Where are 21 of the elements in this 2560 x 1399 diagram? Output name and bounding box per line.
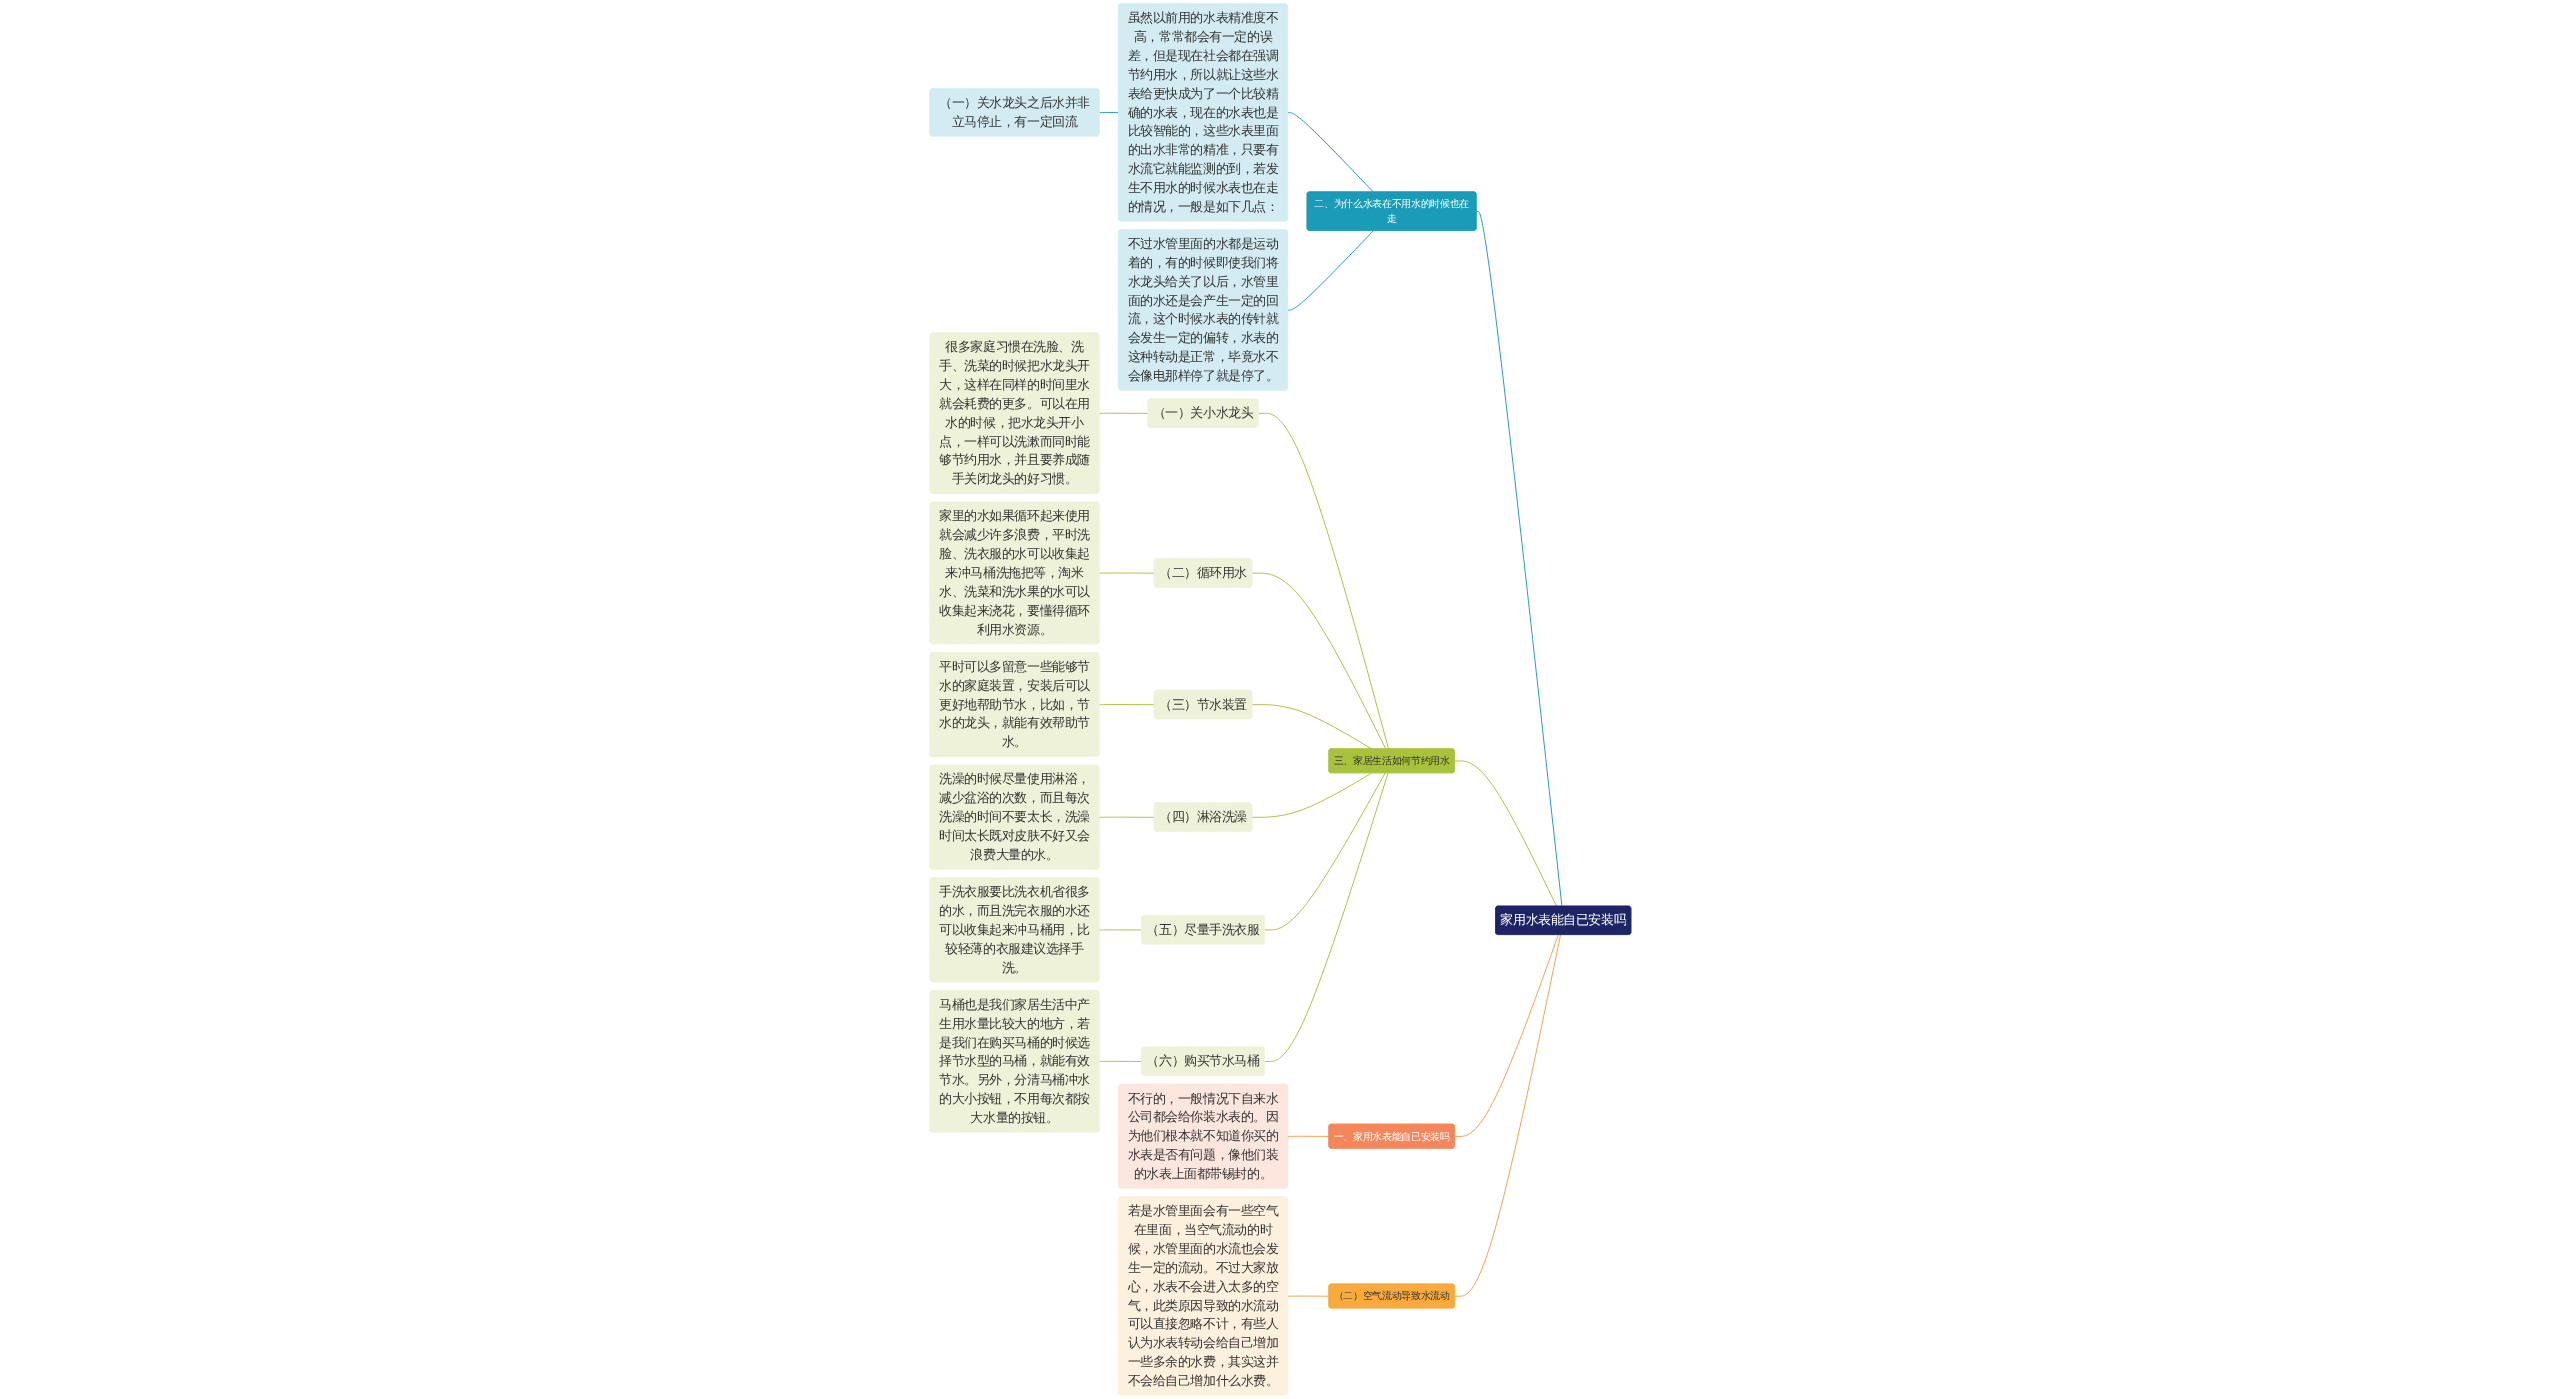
connector xyxy=(1453,934,1559,1137)
connector xyxy=(1251,704,1372,750)
connector xyxy=(1453,760,1557,907)
connector xyxy=(1098,412,1149,414)
connector xyxy=(1287,112,1374,193)
connector xyxy=(1098,704,1155,706)
connector xyxy=(1287,1135,1330,1137)
connector xyxy=(1475,210,1562,907)
connector xyxy=(1098,572,1155,574)
connector xyxy=(1263,772,1386,931)
connector xyxy=(1098,929,1142,931)
connector xyxy=(1251,572,1386,750)
connector xyxy=(1098,112,1119,114)
connector xyxy=(1251,772,1372,818)
connector xyxy=(1257,412,1389,750)
connector xyxy=(1287,230,1374,311)
connector xyxy=(1098,1060,1142,1062)
connector xyxy=(1098,816,1155,818)
connector xyxy=(1263,772,1389,1062)
connector xyxy=(1453,934,1561,1297)
connector xyxy=(1287,1295,1330,1297)
